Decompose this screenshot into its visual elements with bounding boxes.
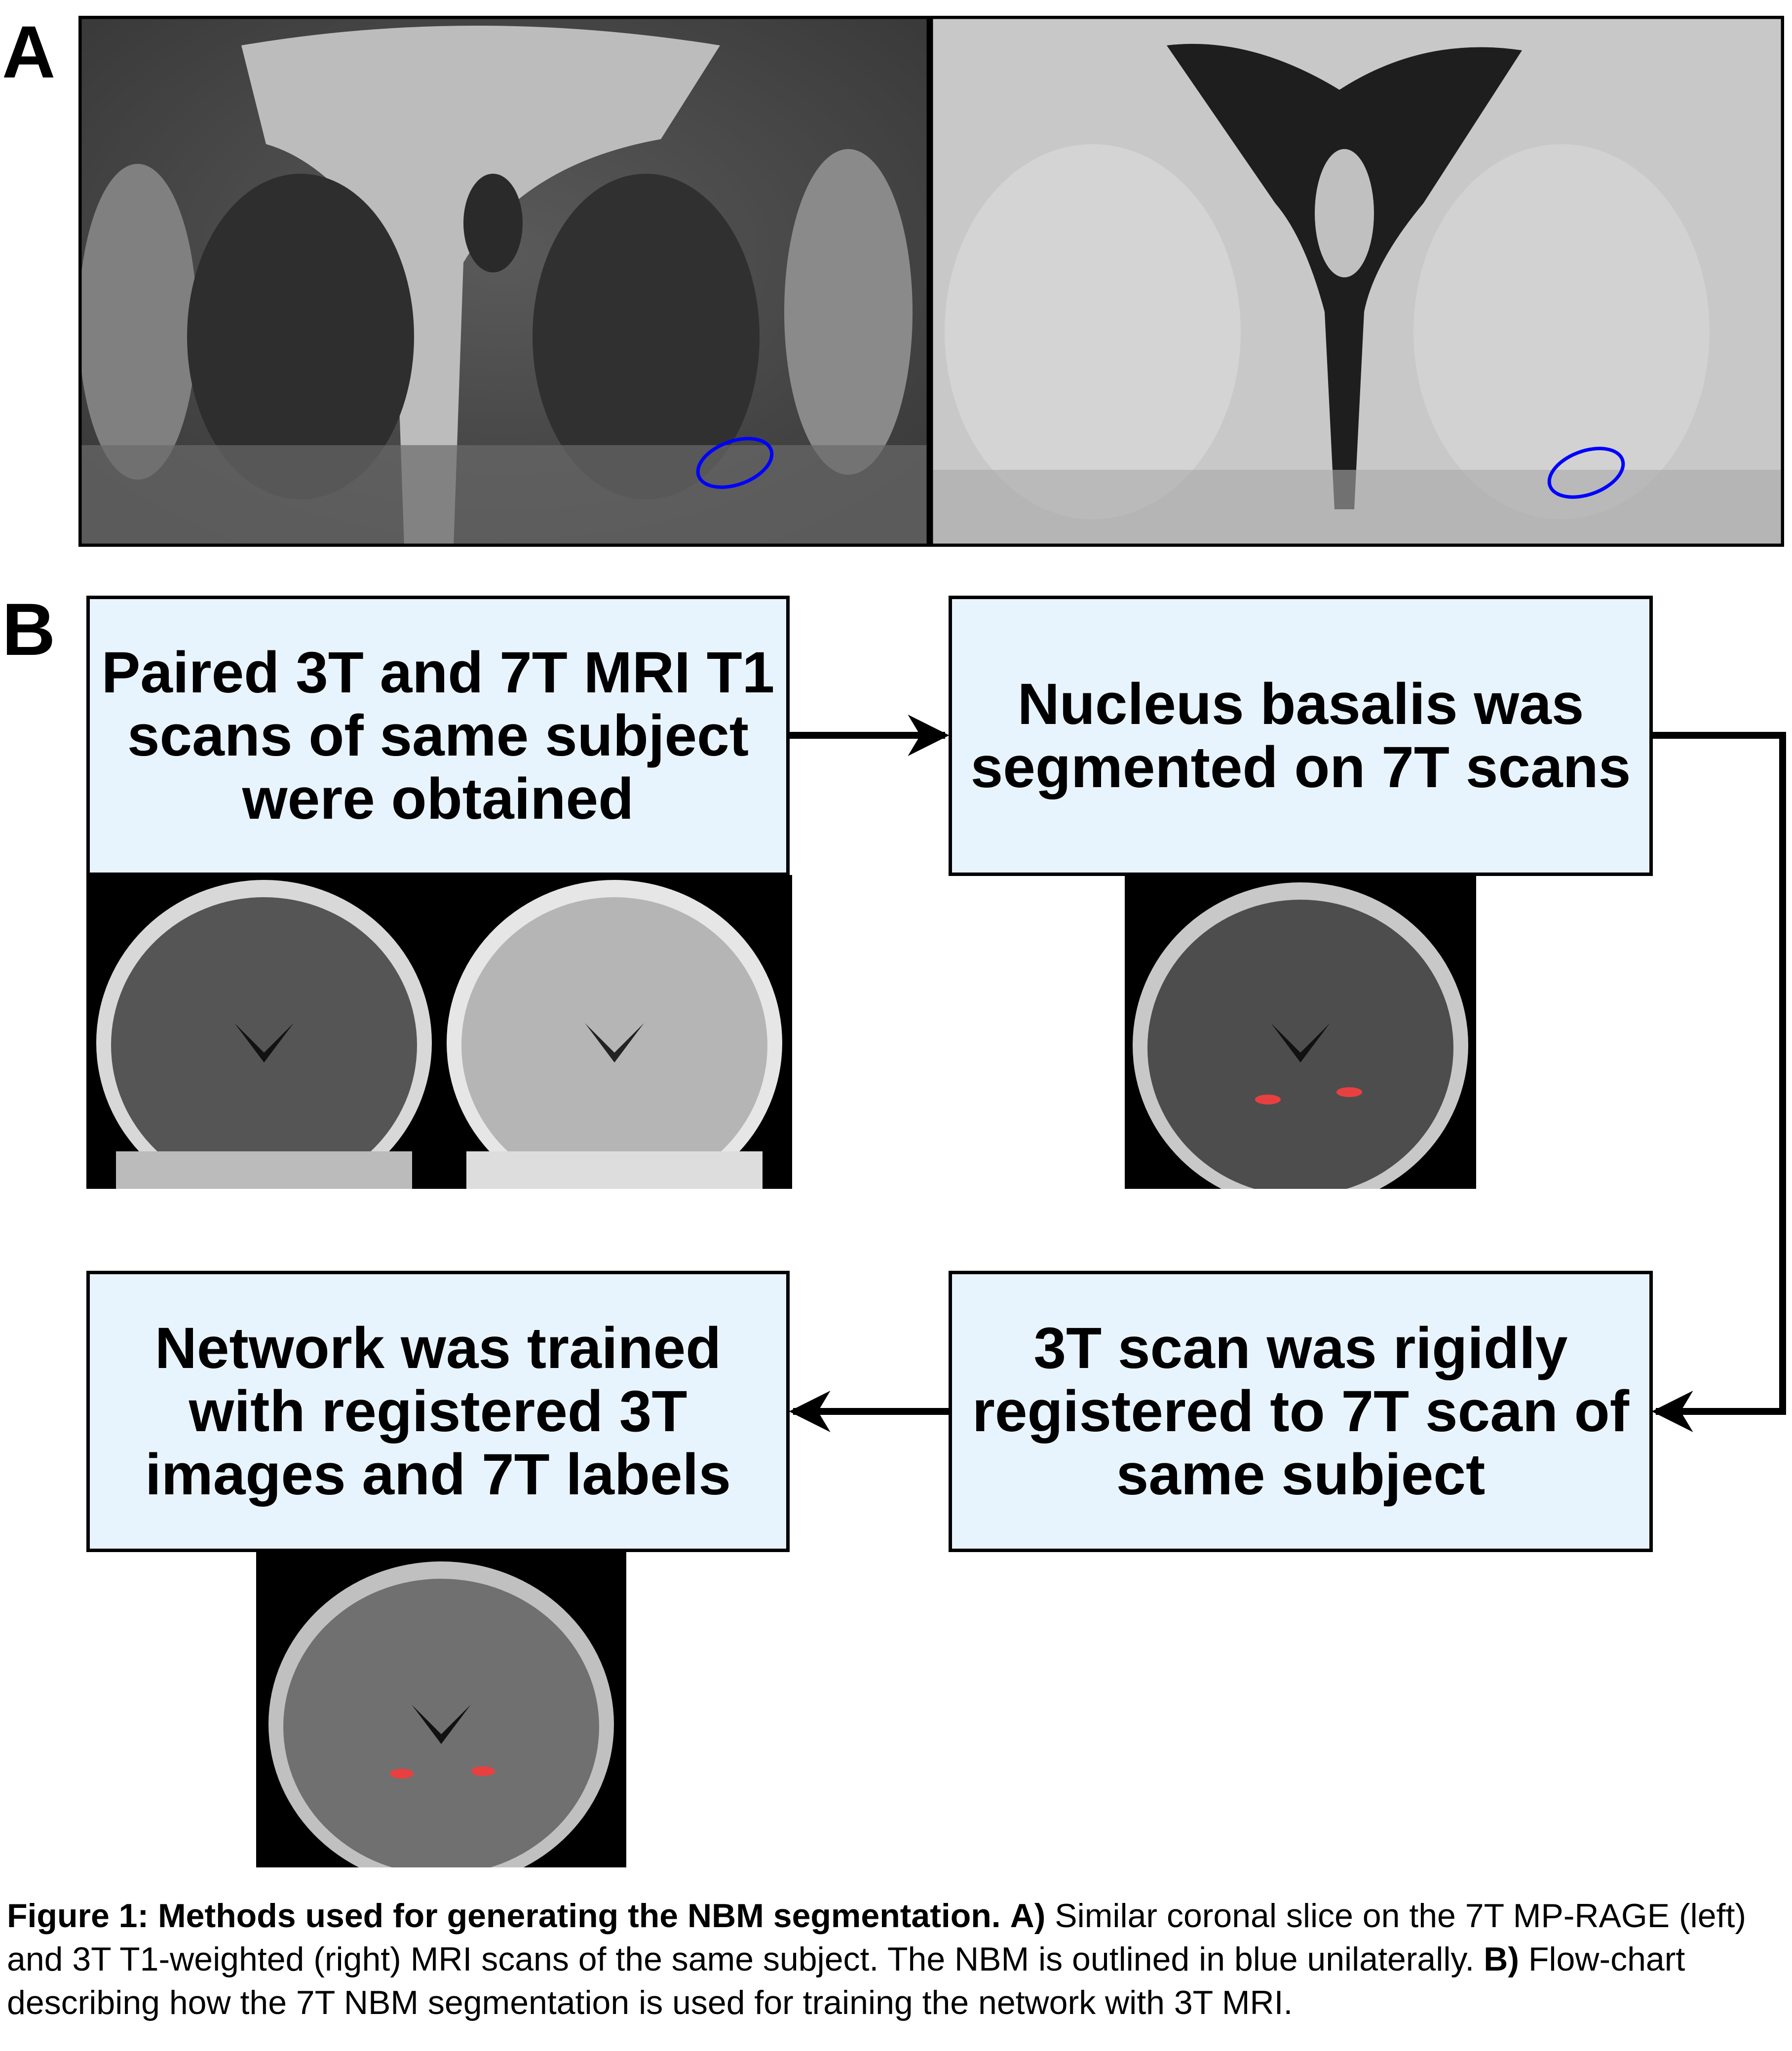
panel-a-mri-3t <box>930 16 1784 547</box>
caption-title: Figure 1: Methods used for generating th… <box>7 1897 1001 1935</box>
flow-step-registration: 3T scan was rigidly registered to 7T sca… <box>949 1271 1653 1552</box>
caption-b-marker: B) <box>1484 1940 1519 1978</box>
panel-a-label: A <box>2 10 56 93</box>
arrow-step2-to-step3 <box>1651 732 1786 1432</box>
flow-step-training: Network was trained with registered 3T i… <box>86 1271 790 1552</box>
caption-b-text: Flow-chart describing how the 7T NBM seg… <box>7 1940 1685 2021</box>
flow-step-paired-scans: Paired 3T and 7T MRI T1 scans of same su… <box>86 596 790 876</box>
caption-a-text: Similar coronal slice on the 7T MP-RAGE … <box>7 1897 1747 1978</box>
brain-scan-3t-registered-labels <box>256 1552 626 1867</box>
brain-scan-3t-7t-pair <box>86 875 792 1189</box>
panel-a-mri-7t <box>78 16 930 547</box>
figure-caption: Figure 1: Methods used for generating th… <box>7 1894 1789 2024</box>
brain-scan-7t-segmented <box>1125 875 1476 1189</box>
caption-a-marker: A) <box>1010 1897 1046 1935</box>
flow-step-segmentation: Nucleus basalis was segmented on 7T scan… <box>949 596 1653 876</box>
panel-b-label: B <box>2 588 56 671</box>
